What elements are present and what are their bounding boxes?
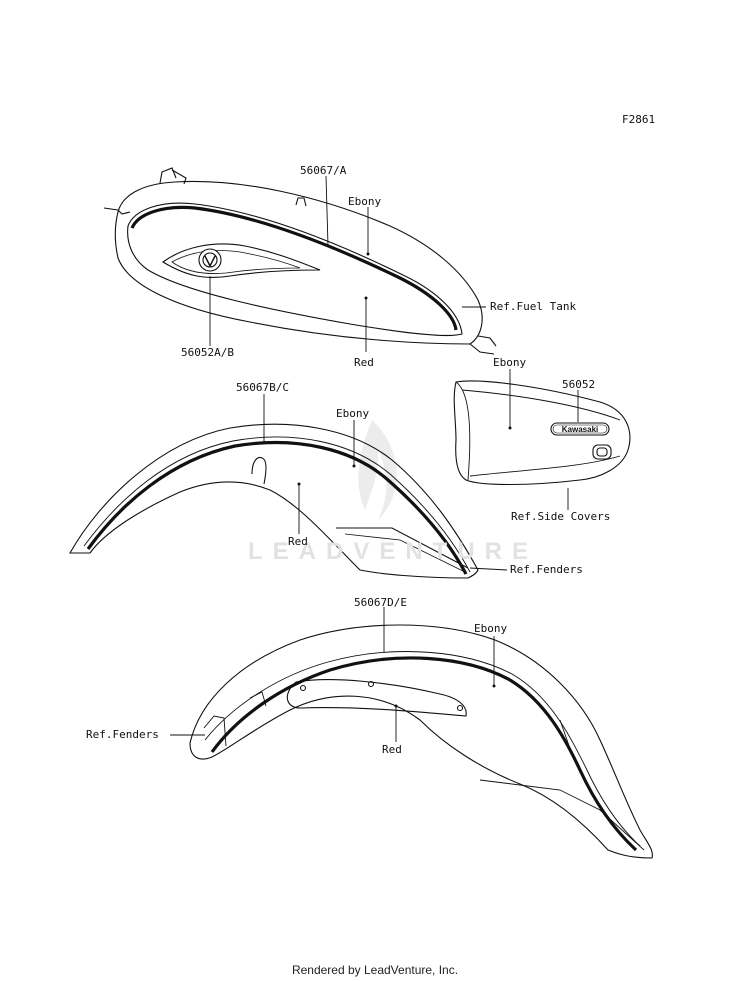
side-cover [453, 380, 631, 486]
tank-red-label: Red [354, 356, 374, 369]
front-fender-part-label: 56067B/C [236, 381, 289, 394]
rear-fender-red-label: Red [382, 743, 402, 756]
front-fender [69, 423, 479, 579]
fuel-tank [103, 167, 497, 355]
leader-dots [297, 252, 512, 708]
side-cover-emblem-text: Kawasaki [562, 425, 598, 434]
tank-emblem-label: 56052A/B [181, 346, 234, 359]
figure-id: F2861 [622, 113, 656, 126]
side-cover-ref-label: Ref.Side Covers [511, 510, 611, 523]
side-cover-emblem-label: 56052 [562, 378, 596, 391]
tank-part-label: 56067/A [300, 164, 347, 177]
tank-ebony-label: Ebony [348, 195, 382, 208]
leader-lines [170, 175, 579, 742]
front-fender-red-label: Red [288, 535, 308, 548]
watermark-text: LEADVENTURE [248, 538, 539, 565]
tank-ref-label: Ref.Fuel Tank [490, 300, 577, 313]
rear-fender [189, 624, 653, 859]
side-cover-ebony-label: Ebony [493, 356, 527, 369]
front-fender-ebony-label: Ebony [336, 407, 370, 420]
front-fender-ref-label: Ref.Fenders [510, 563, 583, 576]
footer-credit: Rendered by LeadVenture, Inc. [291, 963, 459, 977]
rear-fender-part-label: 56067D/E [354, 596, 407, 609]
rear-fender-ebony-label: Ebony [474, 622, 508, 635]
rear-fender-ref-label: Ref.Fenders [86, 728, 159, 741]
